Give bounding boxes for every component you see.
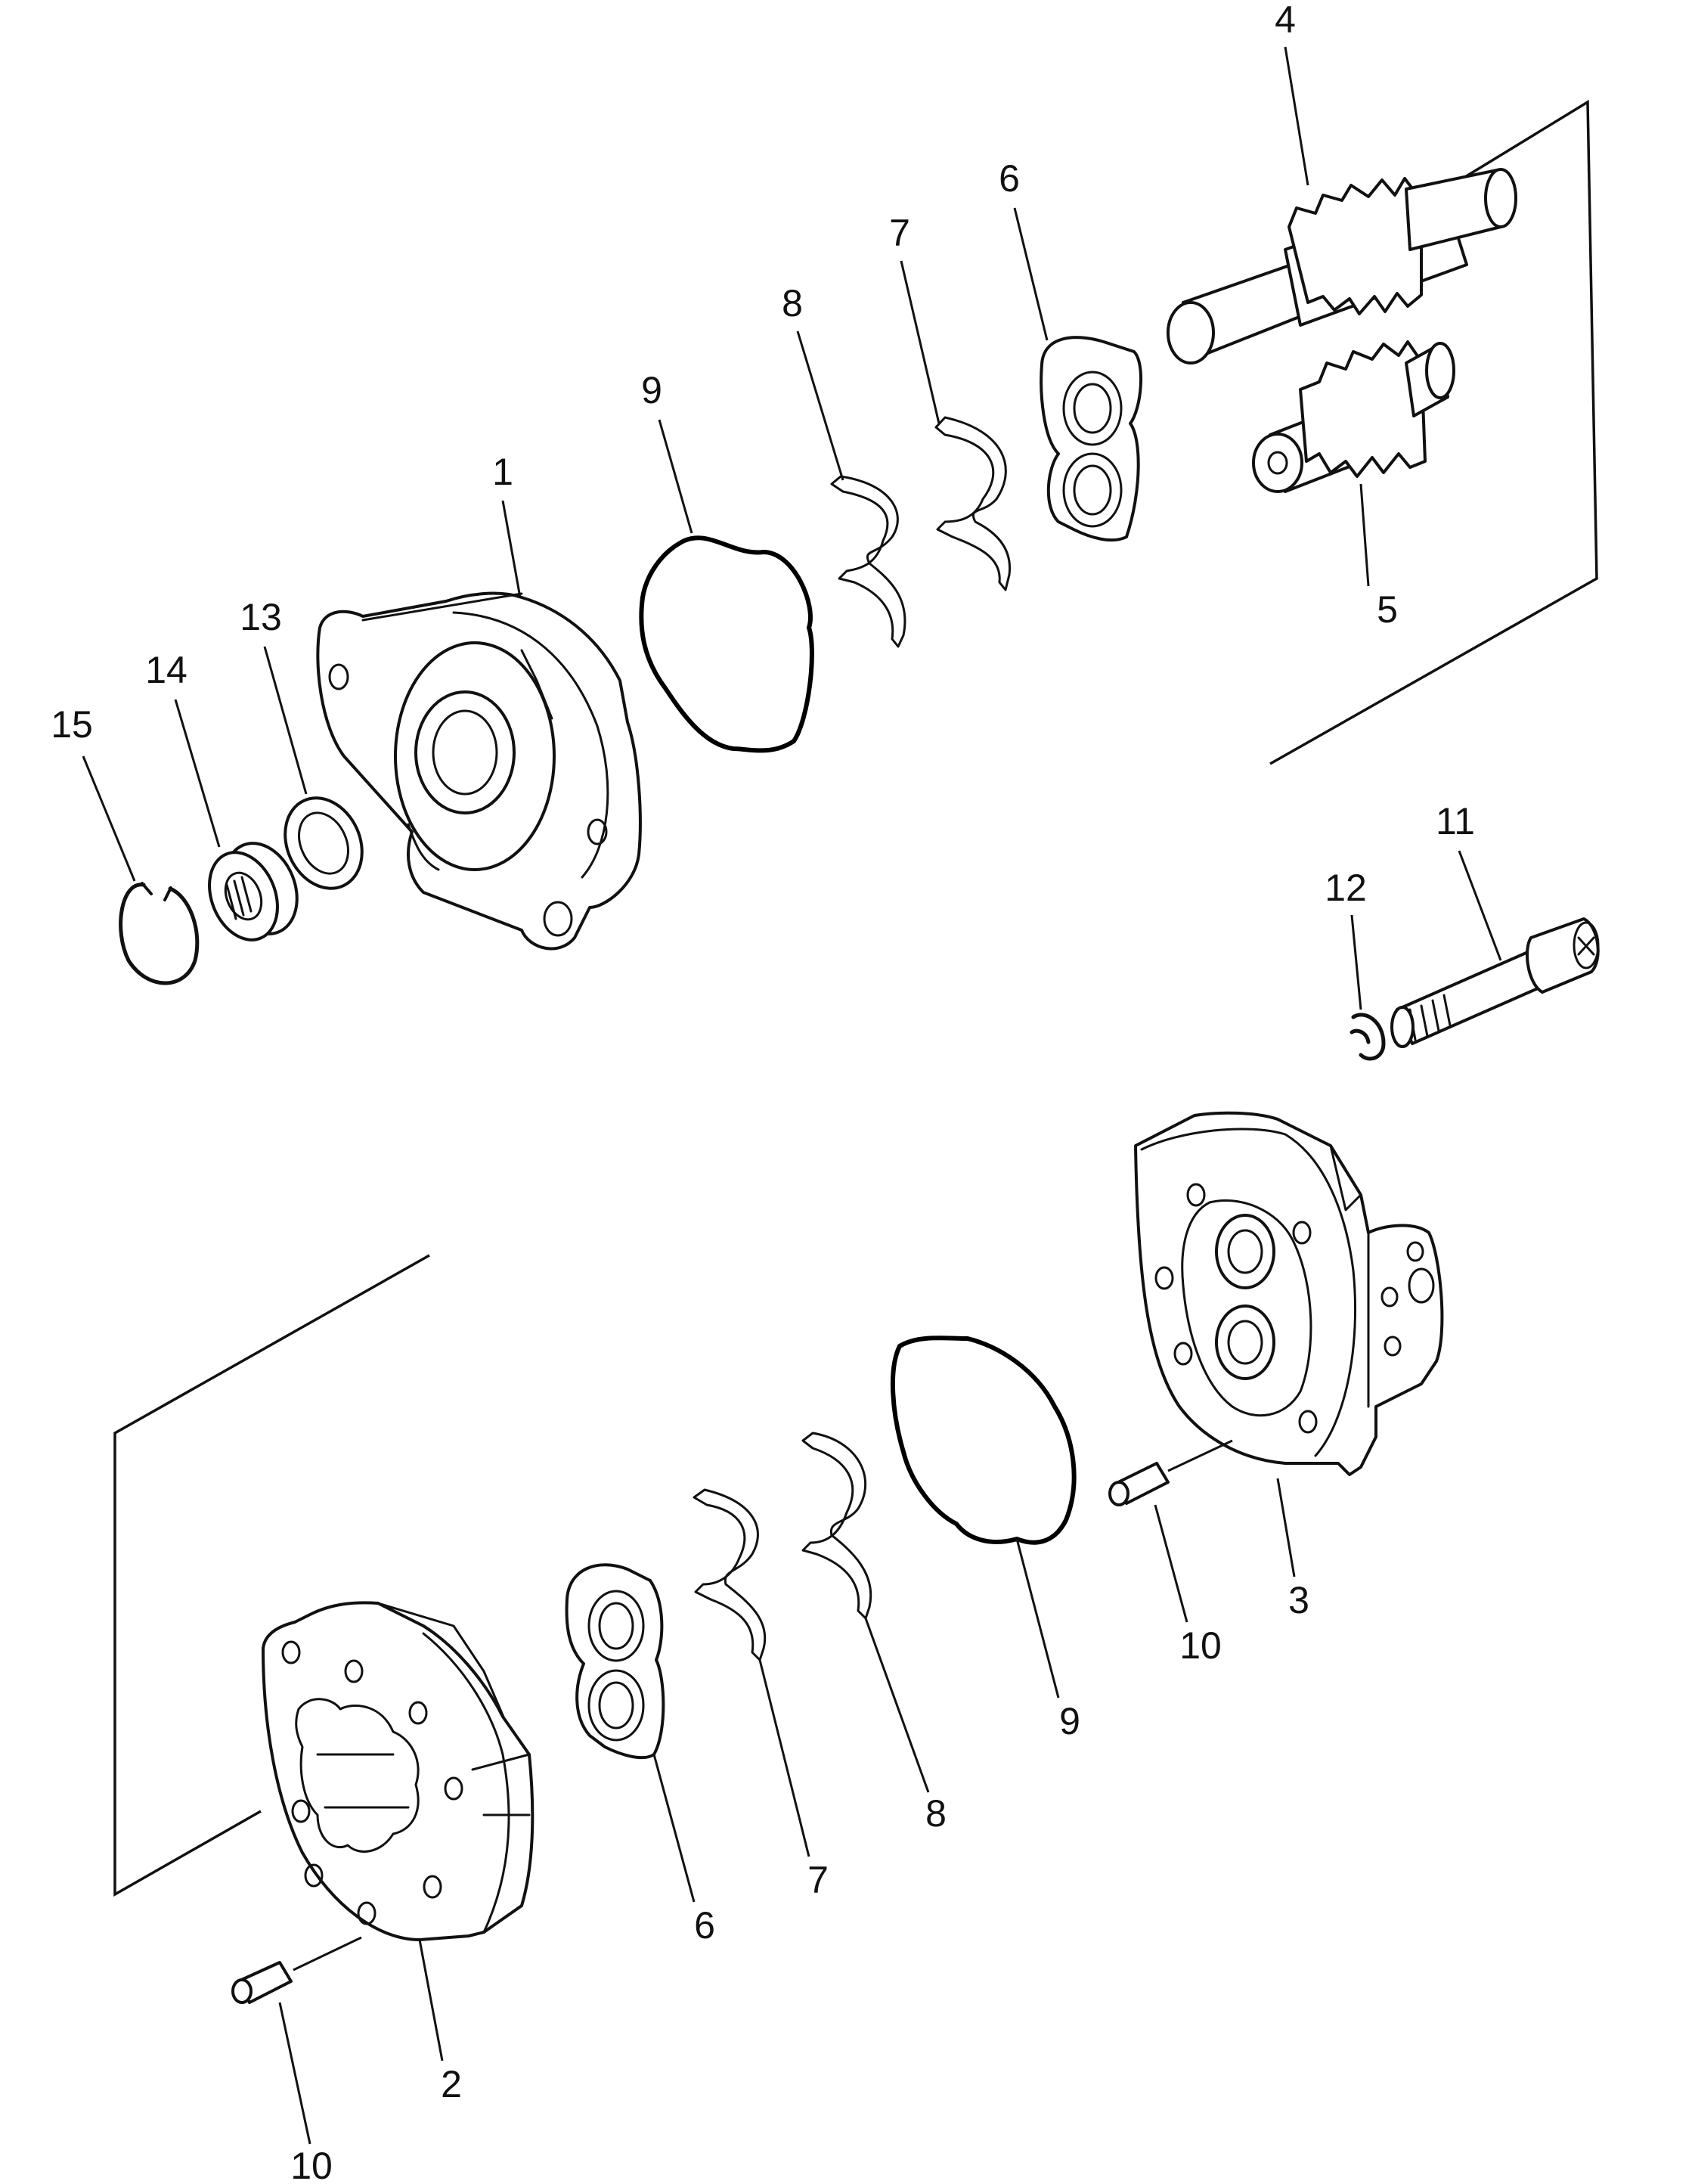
lock-washer-part [1349,1013,1386,1061]
driven-gear-shaft-part [1252,340,1455,493]
callout-10-left: 10 [290,2145,333,2184]
callout-8-lower: 8 [925,1792,947,1835]
leader-lines [82,46,1502,2145]
o-ring-upper-part [639,535,814,753]
callout-11: 11 [1436,800,1475,842]
dowel-pin-left-part [231,1961,293,2004]
washer-part [284,796,364,890]
backup-ring-upper-8-part [830,475,906,648]
gear-case-body-part [262,1601,535,1941]
callout-6-lower: 6 [694,1904,715,1947]
callout-1: 1 [492,451,513,493]
callout-7-lower: 7 [807,1859,829,1901]
backup-ring-lower-7-part [693,1488,767,1661]
backup-ring-upper-7-part [934,416,1011,591]
front-cover-housing-part [316,591,642,951]
bolt-part [1390,917,1600,1048]
callout-7-upper: 7 [889,212,910,254]
callout-3: 3 [1288,1579,1309,1621]
bushing-plate-upper-part [1040,336,1142,542]
backup-ring-lower-8-part [801,1432,872,1620]
snap-ring-part [119,883,200,985]
callout-8-upper: 8 [782,282,803,324]
callout-15: 15 [51,703,93,746]
callout-9-upper: 9 [641,369,662,411]
drive-gear-shaft-part [1167,168,1517,365]
callout-9-lower: 9 [1059,1700,1080,1742]
callout-14: 14 [145,649,187,691]
o-ring-lower-part [890,1336,1077,1545]
callout-2: 2 [441,2063,462,2105]
callout-10-right: 10 [1179,1624,1222,1667]
callout-6-upper: 6 [999,157,1020,200]
bearing-seal-part [208,842,299,942]
callout-4: 4 [1275,0,1296,41]
dowel-pin-right-part [1108,1462,1170,1506]
callout-12: 12 [1325,867,1367,909]
lower-assembly-frame [113,1254,430,1897]
bushing-plate-lower-part [565,1563,665,1760]
callout-13: 13 [240,596,282,638]
callout-labels: 4 5 6 7 8 9 1 13 14 15 11 12 3 10 9 8 7 … [51,0,1475,2184]
callout-5: 5 [1377,588,1398,631]
upper-assembly-frame [1269,99,1598,765]
rear-cover-housing-part [1134,1111,1444,1476]
